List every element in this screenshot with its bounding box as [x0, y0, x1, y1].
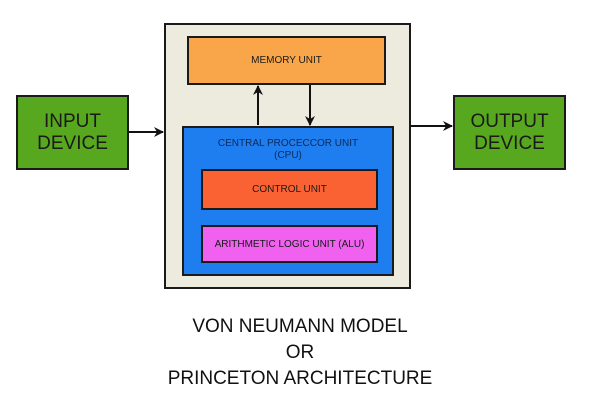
caption-line-1: VON NEUMANN MODEL	[192, 316, 408, 337]
output-device-box: OUTPUT DEVICE	[453, 95, 566, 170]
cpu-label: CENTRAL PROCECCOR UNIT (CPU)	[217, 138, 359, 161]
input-device-box: INPUT DEVICE	[16, 95, 129, 170]
caption-line-3: PRINCETON ARCHITECTURE	[167, 368, 433, 389]
memory-unit-box: MEMORY UNIT	[187, 36, 386, 85]
alu-box: ARITHMETIC LOGIC UNIT (ALU)	[201, 225, 378, 263]
control-unit-label: CONTROL UNIT	[252, 184, 327, 195]
caption-line-2: OR	[285, 342, 315, 363]
alu-label: ARITHMETIC LOGIC UNIT (ALU)	[214, 238, 365, 250]
input-device-label: INPUT DEVICE	[37, 110, 108, 154]
cpu-box: CENTRAL PROCECCOR UNIT (CPU) CONTROL UNI…	[182, 126, 394, 276]
output-device-label: OUTPUT DEVICE	[470, 110, 549, 154]
control-unit-box: CONTROL UNIT	[201, 169, 378, 210]
memory-unit-label: MEMORY UNIT	[251, 55, 322, 66]
